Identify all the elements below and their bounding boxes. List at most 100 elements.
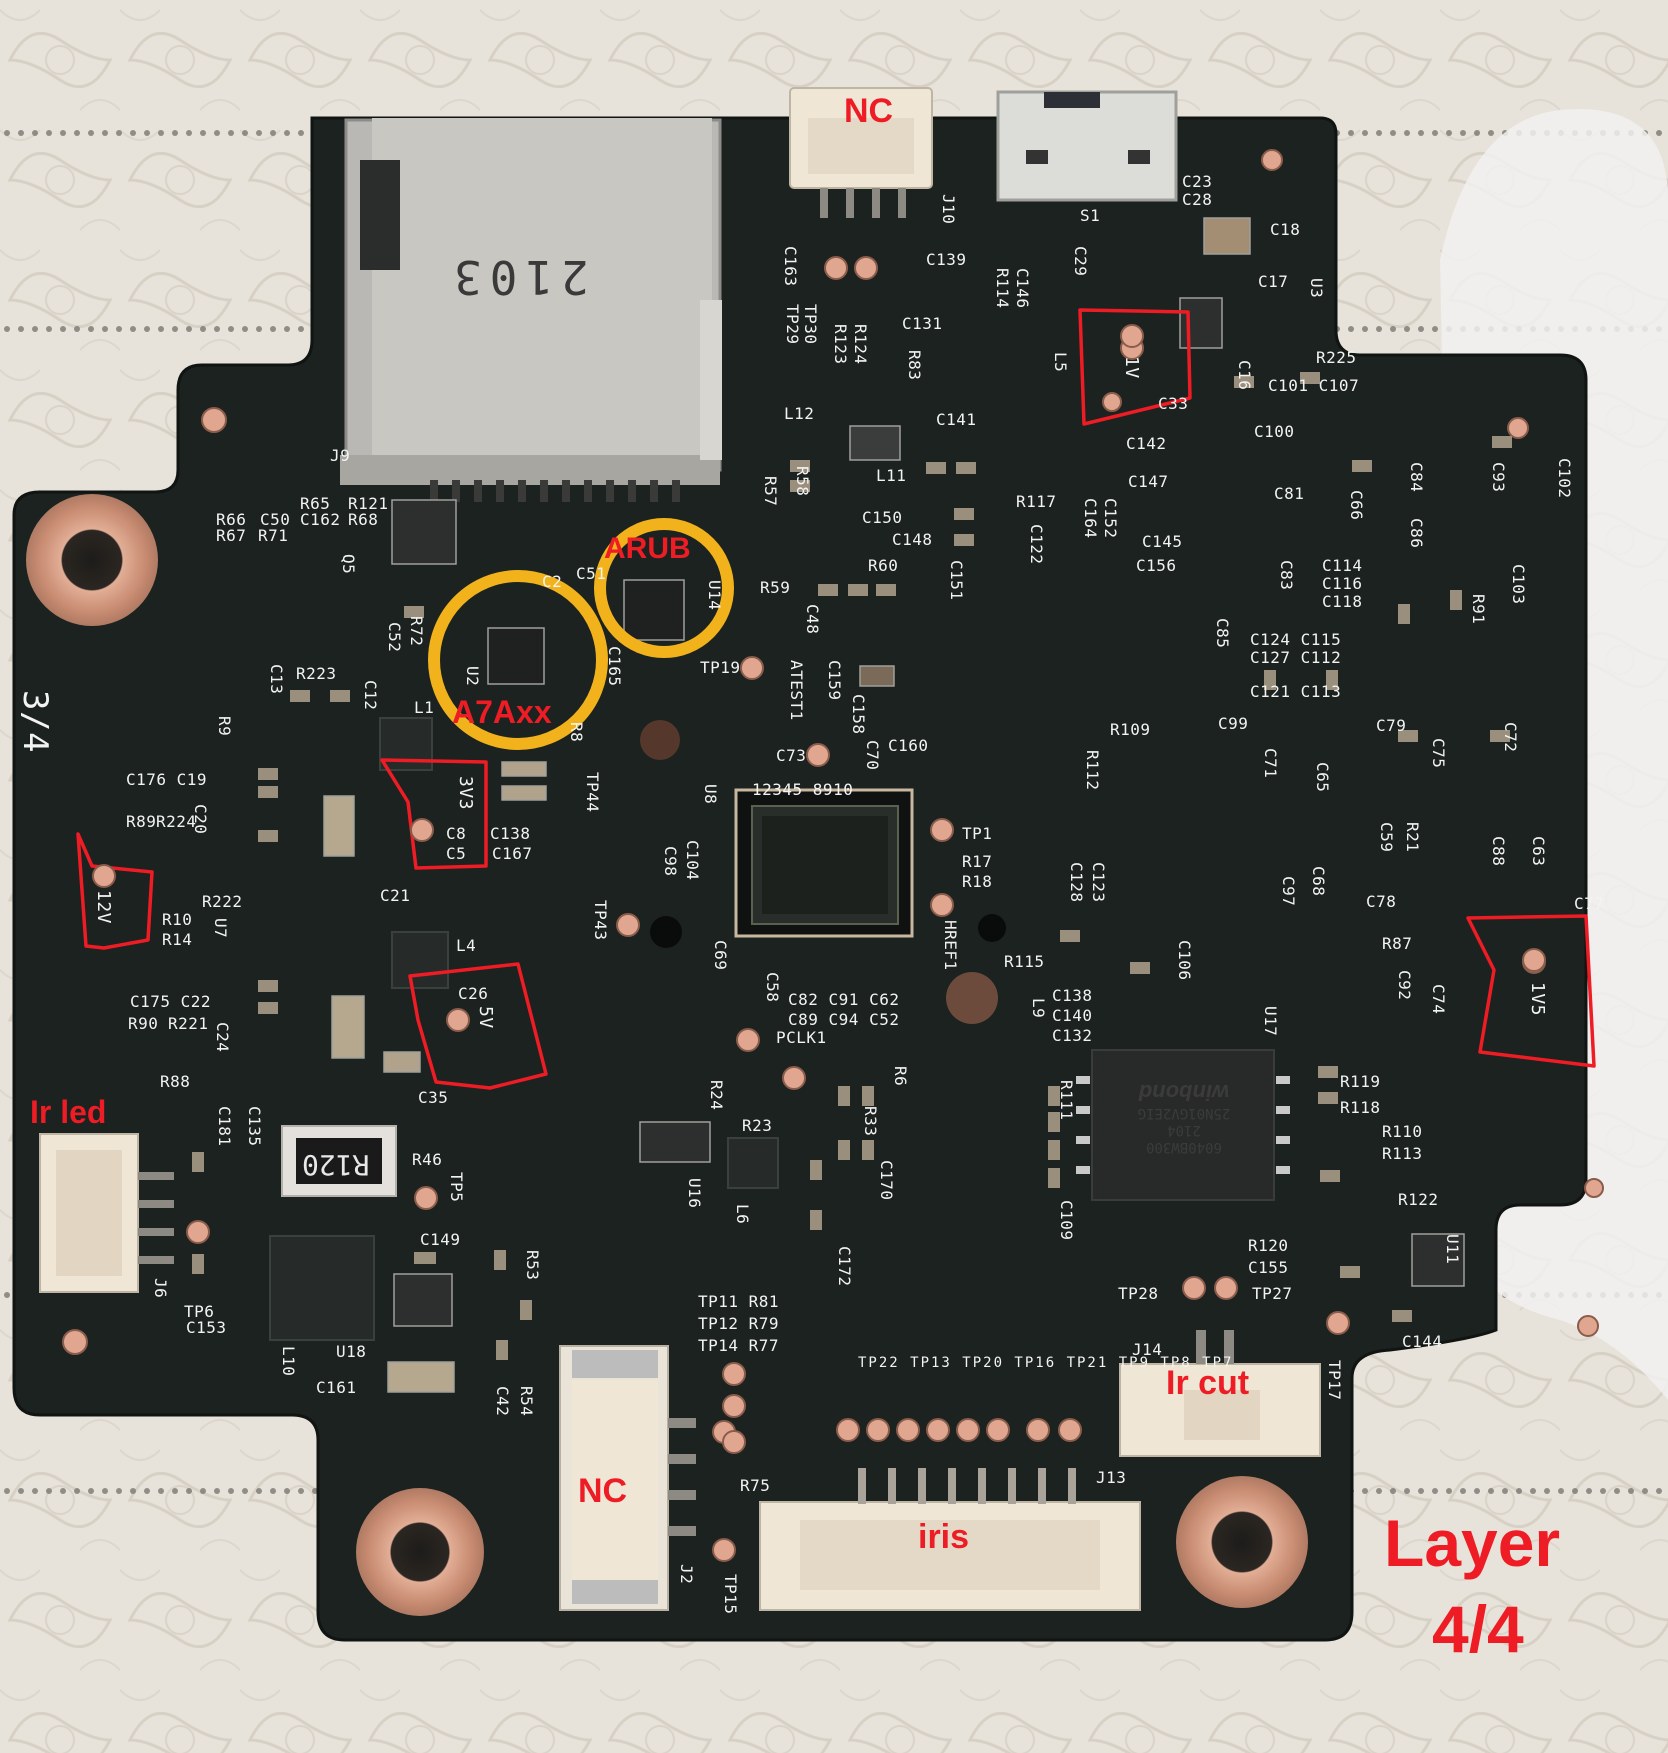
label-r118: R118 (1340, 1098, 1381, 1117)
voltage-label-1v: 1V (1121, 356, 1142, 379)
flash-line-1: winbond (1138, 1079, 1230, 1105)
label-c5: C5 (446, 844, 467, 863)
label-r57: R57 (761, 476, 780, 507)
highlight-circle-a7axx (428, 570, 608, 750)
inductors (269, 717, 779, 1341)
label-u11: U11 (1443, 1234, 1462, 1265)
label-c104: C104 (683, 840, 702, 881)
label-c12: C12 (361, 680, 380, 711)
board-side-label: 3/4 (15, 690, 55, 753)
label-c165: C165 (605, 646, 624, 687)
label-r60: R60 (868, 556, 899, 575)
voltage-test-pads (92, 324, 1546, 1032)
label-c68: C68 (1309, 866, 1328, 897)
label-r68: R68 (348, 510, 379, 529)
label-r114: R114 (993, 268, 1012, 309)
label-tp-row: TP22 TP13 TP20 TP16 TP21 TP9 TP8 TP7 (858, 1355, 1234, 1371)
label-r59: R59 (760, 578, 791, 597)
label-r18: R18 (962, 872, 993, 891)
label-r67: R67 (216, 526, 247, 545)
mounting-hole (26, 494, 158, 626)
label-tp44: TP44 (583, 772, 602, 813)
annotation-nc-top: NC (844, 92, 894, 130)
label-r89: R89 (126, 812, 157, 831)
label-c65: C65 (1313, 762, 1332, 793)
label-c83: C83 (1277, 560, 1296, 591)
via-hole (978, 914, 1006, 942)
label-l5: L5 (1051, 352, 1070, 373)
label-c50: C50 (260, 510, 291, 529)
label-href1: HREF1 (941, 920, 960, 971)
image-sensor (734, 788, 914, 938)
red-box-markers (76, 308, 1596, 1090)
label-c155: C155 (1248, 1258, 1289, 1277)
label-c149: C149 (420, 1230, 461, 1249)
label-r124: R124 (851, 324, 870, 365)
resistor-r120 (281, 1125, 397, 1197)
label-c75: C75 (1429, 738, 1448, 769)
label-c42: C42 (493, 1386, 512, 1417)
label-r14: R14 (162, 930, 193, 949)
label-c13: C13 (267, 664, 286, 695)
label-c162: C162 (300, 510, 341, 529)
label-c77: C77 (1574, 894, 1605, 913)
label-r109: R109 (1110, 720, 1151, 739)
label-r111: R111 (1057, 1080, 1076, 1121)
label-c66: C66 (1347, 490, 1366, 521)
label-tp14: TP14 R77 (698, 1336, 780, 1355)
label-c172: C172 (835, 1246, 854, 1287)
label-c70: C70 (863, 740, 882, 771)
label-l1: L1 (414, 698, 435, 717)
label-r83: R83 (905, 350, 924, 381)
label-tp15: TP15 (721, 1574, 740, 1615)
label-c73: C73 (776, 746, 807, 765)
label-c158: C158 (849, 694, 868, 735)
connector-ir-cut (1119, 1330, 1321, 1457)
label-c78: C78 (1366, 892, 1397, 911)
label-c124: C124 C115 (1250, 630, 1342, 649)
label-c123: C123 (1089, 862, 1108, 903)
flash-line-4: 6040BW300 (1146, 1138, 1222, 1155)
label-c147: C147 (1128, 472, 1169, 491)
label-r224: R224 (156, 812, 197, 831)
label-r46: R46 (412, 1150, 443, 1169)
connector-iris (759, 1468, 1141, 1611)
label-u2: U2 (463, 666, 482, 687)
label-c101: C101 C107 (1268, 376, 1360, 395)
flash-line-2: 25N01GV2EIG (1137, 1105, 1231, 1122)
label-c89: C89 C94 C52 (788, 1010, 900, 1029)
label-c152: C152 (1101, 498, 1120, 539)
label-c161: C161 (316, 1378, 357, 1397)
label-r222: R222 (202, 892, 243, 911)
label-u3: U3 (1307, 278, 1326, 299)
label-tp5: TP5 (447, 1172, 466, 1203)
label-j6: J6 (151, 1278, 170, 1299)
label-r58: R58 (793, 466, 812, 497)
label-c81: C81 (1274, 484, 1305, 503)
label-c93: C93 (1489, 462, 1508, 493)
label-c144: C144 (1402, 1332, 1443, 1351)
label-c8: C8 (446, 824, 467, 843)
label-c84: C84 (1407, 462, 1426, 493)
sd-card-slot (340, 118, 722, 502)
label-u17: U17 (1261, 1006, 1280, 1037)
label-pin-numbers: 12345 8910 (752, 780, 854, 799)
label-c163: C163 (781, 246, 800, 287)
label-tp19: TP19 (700, 658, 741, 677)
resistor-r120-marking: R120 (302, 1148, 370, 1182)
label-l6: L6 (733, 1204, 752, 1225)
label-c142: C142 (1126, 434, 1167, 453)
label-c98: C98 (661, 846, 680, 877)
label-c153: C153 (186, 1318, 227, 1337)
label-c16: C16 (1235, 360, 1254, 391)
via-hole (946, 972, 998, 1024)
label-c138b: C138 (1052, 986, 1093, 1005)
label-c23: C23 (1182, 172, 1213, 191)
label-c33: C33 (1158, 394, 1189, 413)
label-j10: J10 (939, 194, 958, 225)
annotation-ir-cut: Ir cut (1166, 1364, 1250, 1402)
layer-number: 4/4 (1432, 1592, 1524, 1666)
label-r113: R113 (1382, 1144, 1423, 1163)
label-c114: C114 (1322, 556, 1363, 575)
label-r122: R122 (1398, 1190, 1439, 1209)
